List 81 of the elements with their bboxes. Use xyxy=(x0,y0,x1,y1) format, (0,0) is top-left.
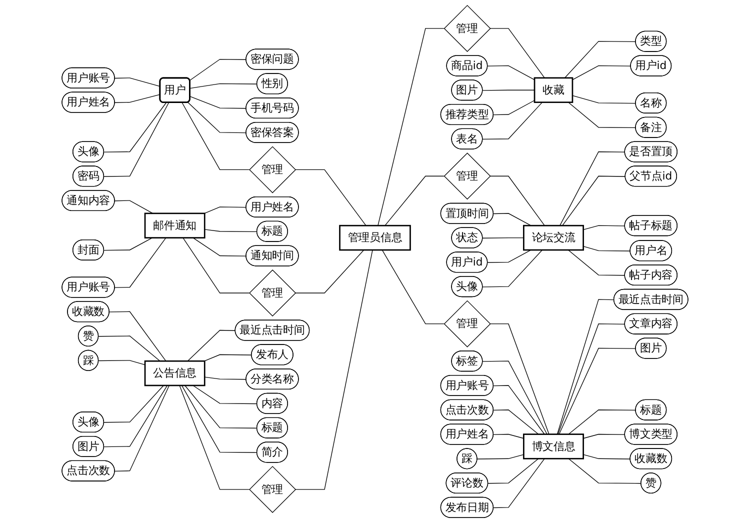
connector xyxy=(104,385,168,448)
connector xyxy=(114,237,166,288)
connector xyxy=(104,102,167,152)
connector xyxy=(493,458,545,508)
node-diamond: 管理 xyxy=(444,300,491,348)
connector xyxy=(204,229,258,232)
node-diamond: 管理 xyxy=(249,466,296,513)
connector xyxy=(190,96,247,109)
connector xyxy=(109,311,166,362)
connector xyxy=(190,83,258,89)
connector xyxy=(114,200,154,214)
connector xyxy=(488,458,539,484)
connector xyxy=(493,100,535,116)
connector xyxy=(560,151,626,226)
connector xyxy=(187,330,236,362)
connector xyxy=(204,376,247,380)
connector xyxy=(188,102,247,134)
connector xyxy=(482,90,535,91)
connector xyxy=(114,94,161,103)
connector xyxy=(487,250,532,263)
connector xyxy=(564,40,636,78)
connector xyxy=(382,250,444,324)
node-box: 公告信息 xyxy=(144,360,206,386)
connector xyxy=(179,385,250,490)
connector xyxy=(190,58,247,81)
connector xyxy=(114,385,170,472)
connector xyxy=(384,176,444,226)
connector xyxy=(562,176,626,226)
connector xyxy=(181,385,258,453)
connector xyxy=(582,246,631,252)
connector xyxy=(482,250,543,288)
connector xyxy=(568,102,636,128)
connector xyxy=(482,102,543,140)
connector xyxy=(98,336,160,362)
connector xyxy=(490,323,550,435)
node-box: 博文信息 xyxy=(523,434,584,460)
connector xyxy=(487,65,535,80)
connector xyxy=(204,354,252,362)
connector xyxy=(294,169,366,226)
connector xyxy=(556,299,614,435)
connector xyxy=(378,28,444,226)
connector xyxy=(104,237,153,251)
connector xyxy=(493,434,524,439)
connector xyxy=(476,454,524,460)
connector xyxy=(493,213,532,226)
node-diamond: 管理 xyxy=(249,270,296,317)
node-box: 管理员信息 xyxy=(339,224,411,251)
connector xyxy=(582,225,626,230)
connector xyxy=(558,323,626,435)
node-diamond: 管理 xyxy=(249,146,296,194)
connector xyxy=(294,250,373,490)
connector xyxy=(572,65,632,80)
node-diamond: 管理 xyxy=(444,152,491,200)
connector xyxy=(582,434,626,439)
connector xyxy=(568,458,642,484)
connector xyxy=(98,360,146,366)
connector xyxy=(493,410,539,435)
connector xyxy=(568,410,636,435)
connector xyxy=(104,102,170,177)
connector xyxy=(204,206,247,214)
node-box: 论坛交流 xyxy=(523,224,584,251)
connector xyxy=(568,250,626,276)
connector xyxy=(582,454,631,460)
connector xyxy=(490,176,545,226)
connector xyxy=(493,385,545,435)
connector xyxy=(182,237,250,294)
node-box: 收藏 xyxy=(534,77,574,103)
connector xyxy=(192,385,258,404)
connector xyxy=(490,28,545,78)
connector xyxy=(482,360,548,435)
connector xyxy=(558,348,636,435)
connector xyxy=(294,250,364,294)
connector xyxy=(482,237,524,238)
connector xyxy=(184,385,258,428)
node-box: 邮件通知 xyxy=(144,212,206,238)
connector xyxy=(192,237,247,256)
node-diamond: 管理 xyxy=(444,4,491,52)
connector xyxy=(182,102,250,170)
connector xyxy=(104,385,164,423)
connector xyxy=(114,78,161,87)
connector xyxy=(572,95,636,104)
